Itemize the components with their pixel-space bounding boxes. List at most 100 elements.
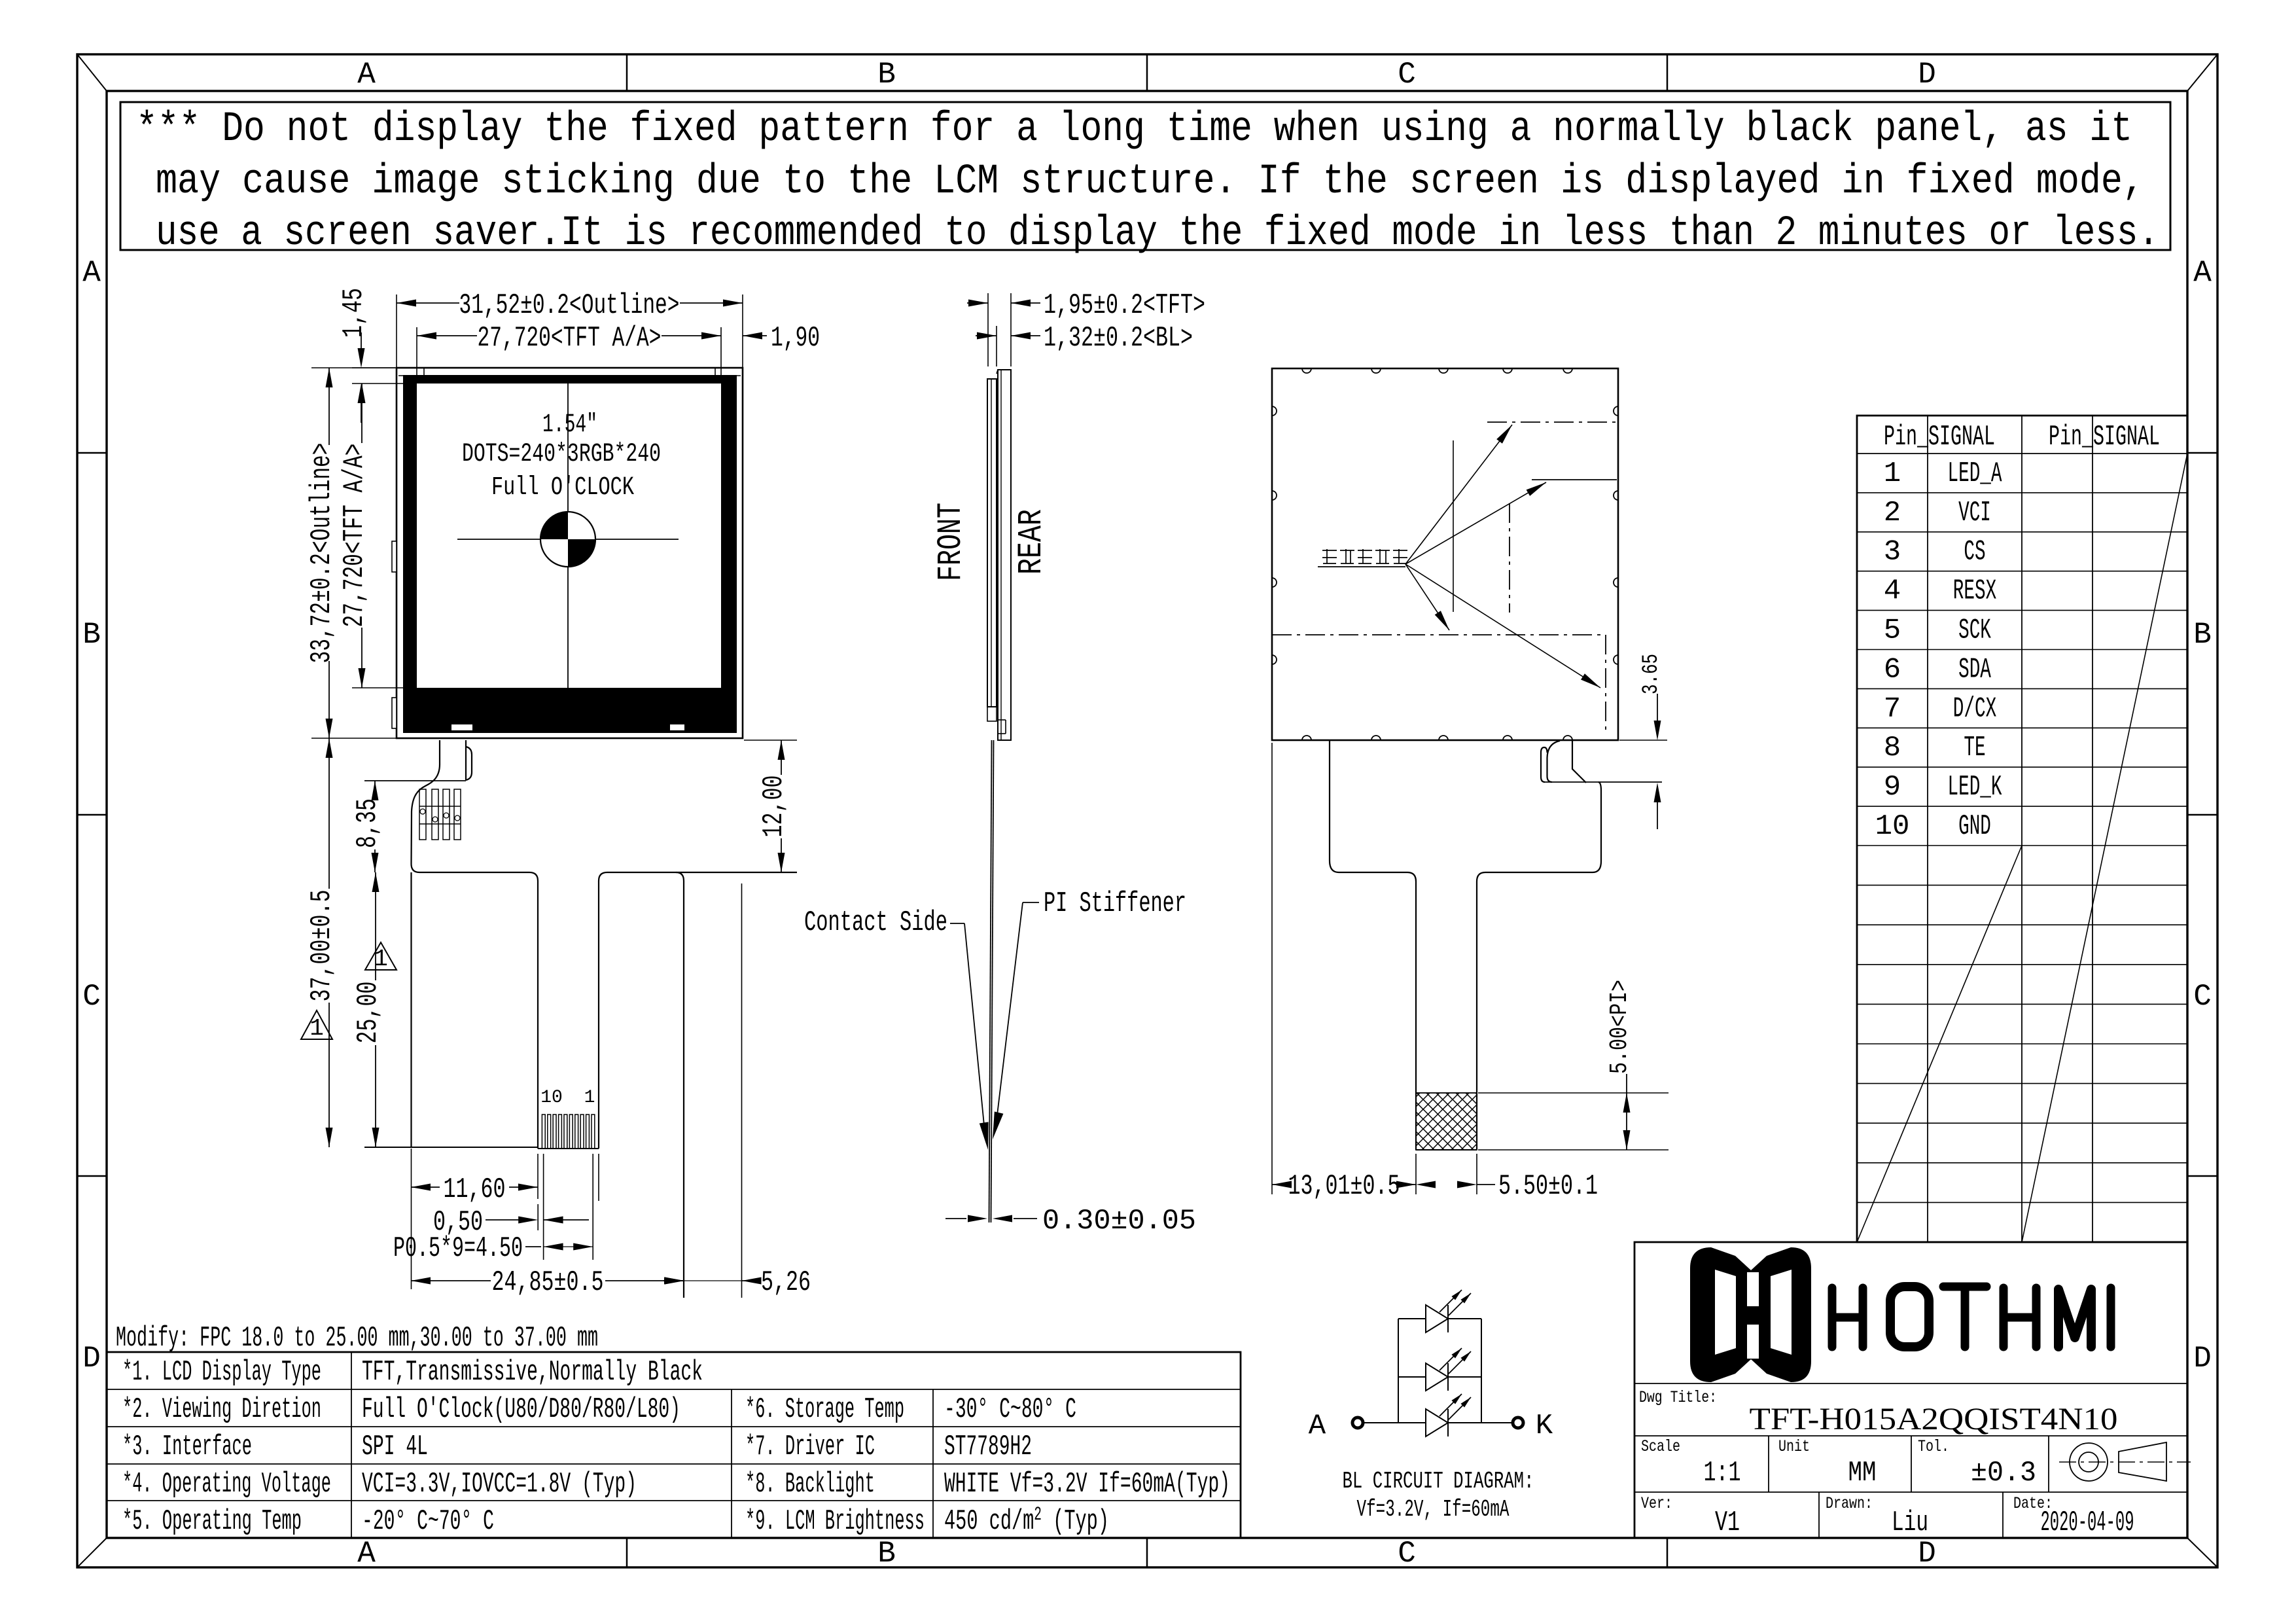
svg-text:3.65: 3.65 [1639,654,1664,694]
svg-text:SCK: SCK [1958,615,1991,647]
svg-text:12,00: 12,00 [758,776,790,838]
svg-text:1: 1 [584,1088,595,1108]
svg-text:BL CIRCUIT DIAGRAM:: BL CIRCUIT DIAGRAM: [1343,1468,1534,1495]
svg-text:1: 1 [374,946,388,972]
svg-text:9: 9 [1884,771,1901,804]
svg-text:*4. Operating Voltage: *4. Operating Voltage [122,1468,331,1501]
svg-text:Full O'CLOCK: Full O'CLOCK [491,473,634,503]
svg-text:ST7789H2: ST7789H2 [944,1431,1032,1463]
svg-text:*2. Viewing Diretion: *2. Viewing Diretion [122,1393,321,1426]
svg-text:*8. Backlight: *8. Backlight [745,1468,875,1501]
svg-text:D: D [1918,1537,1936,1571]
svg-text:Dwg Title:: Dwg Title: [1639,1388,1717,1407]
svg-text:SPI 4L: SPI 4L [362,1431,428,1463]
svg-text:A: A [357,1537,376,1571]
svg-text:5.50±0.1: 5.50±0.1 [1498,1170,1598,1203]
svg-text:*7. Driver IC: *7. Driver IC [745,1431,875,1463]
svg-text:*9. LCM Brightness: *9. LCM Brightness [745,1505,925,1538]
svg-text:31,52±0.2<Outline>: 31,52±0.2<Outline> [459,289,680,322]
svg-text:Pin_SIGNAL: Pin_SIGNAL [1884,421,1995,454]
svg-text:10: 10 [1875,810,1910,843]
svg-text:SDA: SDA [1958,653,1991,686]
svg-text:A: A [2193,256,2212,290]
svg-text:LED_K: LED_K [1948,771,2002,804]
svg-text:Contact Side: Contact Side [804,906,947,939]
svg-text:B: B [82,618,101,652]
svg-text:TE: TE [1964,732,1985,764]
svg-text:Drawn:: Drawn: [1826,1494,1873,1513]
svg-text:LED_A: LED_A [1948,457,2002,490]
svg-text:GND: GND [1958,810,1991,843]
svg-text:TFT-H015A2QQIST4N10: TFT-H015A2QQIST4N10 [1750,1402,2118,1436]
svg-text:6: 6 [1884,653,1901,686]
svg-text:*1. LCD Display Type: *1. LCD Display Type [122,1356,321,1389]
svg-text:B: B [877,58,896,92]
svg-text:Ver:: Ver: [1641,1494,1672,1513]
svg-text:*3. Interface: *3. Interface [122,1431,252,1463]
svg-text:1,90: 1,90 [771,322,820,355]
svg-text:1,95±0.2<TFT>: 1,95±0.2<TFT> [1044,289,1205,322]
svg-text:C: C [1398,58,1416,92]
svg-text:27,720<TFT A/A>: 27,720<TFT A/A> [478,322,662,355]
svg-text:MM: MM [1848,1457,1877,1489]
svg-text:Unit: Unit [1778,1437,1810,1456]
svg-text:1,32±0.2<BL>: 1,32±0.2<BL> [1044,322,1193,355]
svg-text:VCI=3.3V,IOVCC=1.8V (Typ): VCI=3.3V,IOVCC=1.8V (Typ) [362,1468,637,1501]
svg-text:450 cd/m2 (Typ): 450 cd/m2 (Typ) [944,1504,1109,1538]
svg-text:5,26: 5,26 [761,1266,811,1299]
svg-text:7: 7 [1884,692,1901,725]
svg-text:5.00<PI>: 5.00<PI> [1606,980,1634,1074]
svg-text:D: D [2193,1342,2212,1376]
svg-text:3: 3 [1884,536,1901,569]
svg-text:Vf=3.2V, If=60mA: Vf=3.2V, If=60mA [1357,1496,1510,1523]
svg-text:RESX: RESX [1953,575,1996,608]
svg-text:D/CX: D/CX [1953,692,1996,725]
svg-text:Date:: Date: [2013,1494,2053,1513]
svg-text:DOTS=240*3RGB*240: DOTS=240*3RGB*240 [462,440,661,469]
svg-text:C: C [82,980,101,1014]
svg-text:8,35: 8,35 [351,798,384,848]
svg-text:33,72±0.2<Outline>: 33,72±0.2<Outline> [306,443,338,664]
svg-text:±0.3: ±0.3 [1971,1457,2036,1489]
svg-text:2: 2 [1884,497,1901,529]
svg-text:Scale: Scale [1641,1437,1680,1456]
svg-text:Liu: Liu [1892,1507,1928,1539]
svg-text:1: 1 [309,1015,324,1042]
svg-text:1:1: 1:1 [1704,1457,1741,1489]
svg-text:C: C [2193,980,2212,1014]
svg-text:C: C [1398,1537,1416,1571]
svg-text:1.54″: 1.54″ [542,410,597,440]
svg-text:FRONT: FRONT [932,503,970,581]
svg-text:2020-04-09: 2020-04-09 [2041,1507,2134,1539]
svg-text:Tol.: Tol. [1918,1437,1949,1456]
svg-text:Modify: FPC 18.0 to 25.00 mm,3: Modify: FPC 18.0 to 25.00 mm,30.00 to 37… [116,1322,598,1355]
svg-text:A: A [1309,1410,1326,1442]
svg-text:8: 8 [1884,732,1901,764]
svg-text:-30° C~80° C: -30° C~80° C [944,1393,1076,1426]
svg-text:may cause image sticking due t: may cause image sticking due to the LCM … [156,158,2144,205]
svg-text:D: D [82,1342,101,1376]
svg-text:D: D [1918,58,1936,92]
svg-text:0.30±0.05: 0.30±0.05 [1042,1205,1196,1238]
svg-text:0,50: 0,50 [433,1206,483,1239]
svg-text:*6. Storage Temp: *6. Storage Temp [745,1393,904,1426]
svg-text:PI Stiffener: PI Stiffener [1044,887,1186,920]
svg-text:WHITE Vf=3.2V If=60mA(Typ): WHITE Vf=3.2V If=60mA(Typ) [944,1468,1230,1501]
svg-text:*** Do not display the fixed p: *** Do not display the fixed pattern for… [136,106,2132,153]
svg-text:TFT,Transmissive,Normally Blac: TFT,Transmissive,Normally Black [362,1356,703,1389]
svg-text:CS: CS [1964,536,1985,569]
svg-text:24,85±0.5: 24,85±0.5 [492,1266,604,1299]
svg-text:5: 5 [1884,615,1901,647]
svg-text:Pin_SIGNAL: Pin_SIGNAL [2049,421,2160,454]
svg-text:use a screen saver.It is recom: use a screen saver.It is recommended to … [156,210,2159,257]
svg-text:VCI: VCI [1958,497,1991,529]
svg-text:Full O'Clock(U80/D80/R80/L80): Full O'Clock(U80/D80/R80/L80) [362,1393,680,1426]
svg-text:25,00: 25,00 [352,982,385,1044]
svg-text:13,01±0.5: 13,01±0.5 [1288,1170,1400,1203]
svg-text:-20° C~70° C: -20° C~70° C [362,1505,494,1538]
svg-text:11,60: 11,60 [444,1173,506,1206]
svg-text:A: A [357,58,376,92]
svg-text:1,45: 1,45 [338,288,370,338]
svg-text:K: K [1536,1410,1553,1442]
svg-text:4: 4 [1884,575,1901,608]
